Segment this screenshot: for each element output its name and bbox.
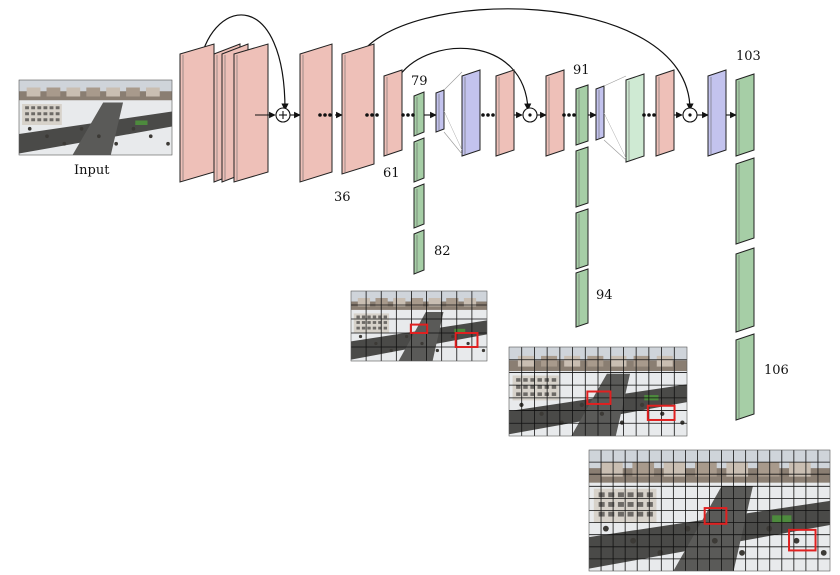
detection-grid bbox=[589, 450, 830, 571]
layer-label-61: 61 bbox=[383, 166, 400, 181]
skip-connections bbox=[200, 9, 690, 110]
detection-layer bbox=[414, 184, 424, 228]
layer-label-91: 91 bbox=[573, 63, 590, 78]
detection-output-large bbox=[589, 450, 830, 571]
conv-layer-36 bbox=[342, 44, 374, 174]
layer-label-79: 79 bbox=[411, 74, 428, 89]
layer-label-36: 36 bbox=[334, 190, 351, 205]
detection-layer bbox=[576, 147, 588, 207]
detection-layer-94 bbox=[576, 269, 588, 327]
detection-layer-103 bbox=[736, 74, 754, 156]
detection-output-small bbox=[351, 291, 487, 361]
upsample-layer bbox=[708, 70, 726, 156]
detection-layer bbox=[736, 248, 754, 332]
detection-layer bbox=[576, 209, 588, 269]
conv-layer-61 bbox=[384, 70, 402, 156]
upsample-layer bbox=[462, 70, 480, 156]
conv-layer bbox=[546, 70, 564, 156]
detection-output-medium bbox=[509, 347, 687, 436]
add-node bbox=[276, 108, 290, 122]
input-image bbox=[19, 80, 172, 155]
detection-layer-91 bbox=[576, 85, 588, 145]
layer-label-106: 106 bbox=[764, 363, 789, 378]
detection-layer bbox=[736, 158, 754, 244]
upsample-layer bbox=[596, 86, 604, 140]
concat-node-1 bbox=[523, 108, 537, 122]
conv-layer bbox=[234, 44, 268, 182]
concat-layer bbox=[626, 74, 644, 162]
concat-node-2 bbox=[683, 108, 697, 122]
layer-label-94: 94 bbox=[596, 288, 613, 303]
detection-layer bbox=[414, 138, 424, 182]
conv-layer bbox=[300, 44, 332, 182]
conv-layer bbox=[496, 70, 514, 156]
layer-label-103: 103 bbox=[736, 49, 761, 64]
conv-layer bbox=[180, 44, 214, 182]
detection-layer-106 bbox=[736, 334, 754, 420]
layer-label-82: 82 bbox=[434, 244, 451, 259]
detection-layer-79 bbox=[414, 92, 424, 136]
detection-layer-82 bbox=[414, 230, 424, 274]
conv-layer bbox=[656, 70, 674, 156]
input-label: Input bbox=[74, 163, 110, 178]
upsample-layer bbox=[436, 90, 444, 132]
